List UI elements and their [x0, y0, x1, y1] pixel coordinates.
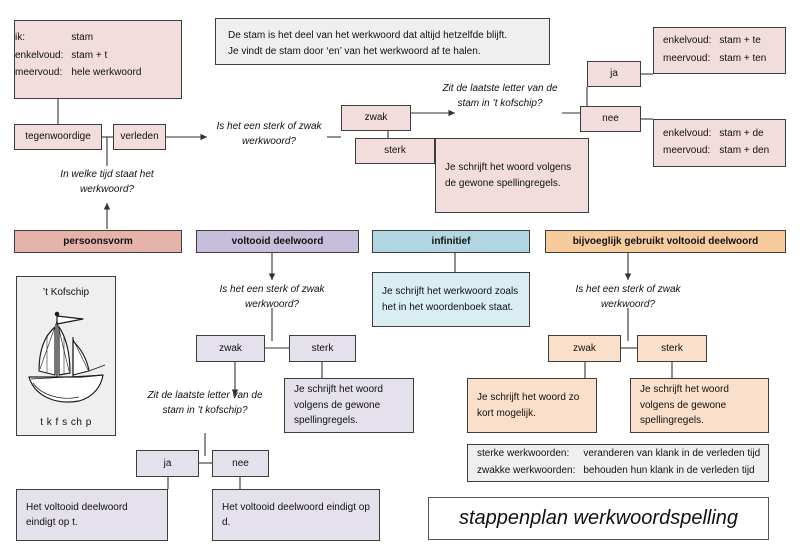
vd-question-sterk-zwak: Is het een sterk of zwak werkwoord? — [219, 284, 325, 310]
table-row: enkelvoud: stam + t — [15, 48, 141, 66]
row-value: stam — [71, 32, 94, 43]
vd-nee-result-box: Het voltooid deelwoord eindigt op d. — [212, 489, 380, 541]
bg-question-sterk-zwak: Is het een sterk of zwak werkwoord? — [575, 284, 681, 310]
pv-question-tijd: In welke tijd staat het werkwoord? — [60, 169, 154, 195]
vd-sterk-result-text: Je schrijft het woord volgens de gewone … — [294, 384, 383, 427]
pv-sterk-result-box: Je schrijft het woord volgens de gewone … — [435, 138, 589, 213]
header-infinitief-label: infinitief — [431, 235, 471, 247]
bg-zwak-label: zwak — [573, 342, 596, 354]
vd-nee-box[interactable]: nee — [212, 450, 269, 477]
row-value: stam + de — [719, 127, 764, 139]
pv-sterk-box[interactable]: sterk — [355, 138, 435, 164]
pv-nee-result-table: enkelvoud: stam + de meervoud: stam + de… — [663, 126, 769, 161]
table-row: sterke werkwoorden: veranderen van klank… — [477, 446, 760, 464]
vd-ja-label: ja — [163, 457, 172, 469]
pv-nee-label: nee — [602, 113, 619, 125]
header-voltooid-deelwoord[interactable]: voltooid deelwoord — [196, 230, 359, 253]
sailing-ship-icon — [28, 311, 106, 402]
header-voltooid-label: voltooid deelwoord — [231, 235, 324, 247]
legend-key: sterke werkwoorden: — [477, 447, 570, 459]
kofschip-panel: ’t Kofschip — [16, 276, 116, 436]
bg-sterk-box[interactable]: sterk — [637, 335, 707, 362]
pv-verleden-box[interactable]: verleden — [113, 124, 166, 150]
row-key: meervoud: — [663, 52, 711, 64]
row-key: meervoud: — [663, 145, 711, 156]
stam-definition-note: De stam is het deel van het werkwoord da… — [215, 18, 550, 65]
pv-nee-box[interactable]: nee — [580, 106, 641, 132]
pv-question-sterk-zwak: Is het een sterk of zwak werkwoord? — [216, 121, 322, 147]
vd-nee-label: nee — [232, 457, 249, 469]
kofschip-letters: t k f s ch p — [40, 416, 92, 428]
legend-box: sterke werkwoorden: veranderen van klank… — [467, 444, 769, 482]
bg-sterk-label: sterk — [661, 342, 683, 354]
inf-result-text: Je schrijft het werkwoord zoals het in h… — [382, 286, 519, 313]
header-infinitief[interactable]: infinitief — [372, 230, 530, 253]
vd-ja-result-text: Het voltooid deelwoord eindigt op t. — [26, 501, 128, 529]
bg-sterk-result-box: Je schrijft het woord volgens de gewone … — [630, 378, 769, 433]
header-persoonsvorm-label: persoonsvorm — [63, 235, 133, 247]
pv-tegenwoordige-label: tegenwoordige — [25, 131, 91, 143]
vd-nee-result-text: Het voltooid deelwoord eindigt op d. — [222, 501, 370, 529]
bg-zwak-result-box: Je schrijft het woord zo kort mogelijk. — [467, 378, 597, 433]
vd-zwak-box[interactable]: zwak — [196, 335, 265, 362]
table-row: enkelvoud: stam + de — [663, 126, 769, 144]
pv-verleden-label: verleden — [120, 131, 159, 143]
row-key: ik: — [15, 32, 25, 43]
row-key: enkelvoud: — [663, 35, 712, 46]
stam-note-line-1: De stam is het deel van het werkwoord da… — [228, 30, 508, 41]
pv-tegenwoordige-result-box: ik: stam enkelvoud: stam + t meervoud: h… — [14, 20, 182, 99]
vd-ja-box[interactable]: ja — [136, 450, 199, 477]
header-persoonsvorm[interactable]: persoonsvorm — [14, 230, 182, 253]
vd-sterk-result-box: Je schrijft het woord volgens de gewone … — [284, 378, 414, 433]
row-value: stam + t — [71, 49, 108, 61]
pv-tegenwoordige-box[interactable]: tegenwoordige — [14, 124, 102, 150]
pv-sterk-result-text: Je schrijft het woord volgens de gewone … — [445, 162, 572, 189]
row-value: stam + te — [719, 35, 761, 46]
pv-question-kofschip: Zit de laatste letter van de stam in ’t … — [442, 83, 558, 109]
pv-ja-box[interactable]: ja — [587, 61, 641, 87]
row-key: meervoud: — [15, 67, 63, 78]
pv-nee-result-box: enkelvoud: stam + de meervoud: stam + de… — [653, 119, 786, 167]
vd-ja-result-box: Het voltooid deelwoord eindigt op t. — [16, 489, 168, 541]
diagram-title: stappenplan werkwoordspelling — [458, 507, 739, 529]
diagram-title-box: stappenplan werkwoordspelling — [428, 497, 769, 540]
vd-sterk-label: sterk — [311, 342, 334, 354]
pv-zwak-label: zwak — [364, 112, 388, 124]
table-row: meervoud: stam + ten — [663, 51, 766, 69]
table-row: meervoud: hele werkwoord — [15, 65, 141, 83]
table-row: ik: stam — [15, 30, 141, 48]
inf-result-box: Je schrijft het werkwoord zoals het in h… — [372, 272, 530, 327]
row-value: stam + ten — [719, 52, 767, 64]
row-key: enkelvoud: — [15, 49, 64, 61]
vd-zwak-label: zwak — [219, 342, 242, 354]
vd-question-kofschip: Zit de laatste letter van de stam in ’t … — [147, 390, 263, 416]
pv-ja-result-box: enkelvoud: stam + te meervoud: stam + te… — [653, 27, 786, 74]
pv-sterk-label: sterk — [384, 145, 406, 157]
table-row: enkelvoud: stam + te — [663, 33, 766, 51]
row-value: stam + den — [719, 145, 770, 156]
bg-sterk-result-text: Je schrijft het woord volgens de gewone … — [640, 384, 729, 427]
pv-tegenwoordige-result-table: ik: stam enkelvoud: stam + t meervoud: h… — [15, 30, 141, 83]
bg-zwak-result-text: Je schrijft het woord zo kort mogelijk. — [477, 392, 580, 419]
pv-ja-result-table: enkelvoud: stam + te meervoud: stam + te… — [663, 33, 766, 68]
legend-table: sterke werkwoorden: veranderen van klank… — [477, 446, 760, 481]
header-bijvoeglijk[interactable]: bijvoeglijk gebruikt voltooid deelwoord — [545, 230, 786, 253]
pv-zwak-box[interactable]: zwak — [341, 105, 411, 131]
row-value: hele werkwoord — [71, 67, 142, 78]
legend-value: veranderen van klank in de verleden tijd — [583, 447, 761, 459]
row-key: enkelvoud: — [663, 127, 712, 139]
pv-ja-label: ja — [610, 68, 618, 80]
legend-value: behouden hun klank in de verleden tijd — [583, 465, 755, 476]
bg-zwak-box[interactable]: zwak — [548, 335, 621, 362]
header-bijvoeglijk-label: bijvoeglijk gebruikt voltooid deelwoord — [572, 235, 759, 247]
table-row: meervoud: stam + den — [663, 143, 769, 161]
vd-sterk-box[interactable]: sterk — [289, 335, 356, 362]
table-row: zwakke werkwoorden: behouden hun klank i… — [477, 463, 760, 481]
stam-note-line-2: Je vindt de stam door ‘en’ van het werkw… — [228, 45, 481, 57]
kofschip-title: ’t Kofschip — [42, 287, 90, 298]
legend-key: zwakke werkwoorden: — [477, 465, 576, 476]
